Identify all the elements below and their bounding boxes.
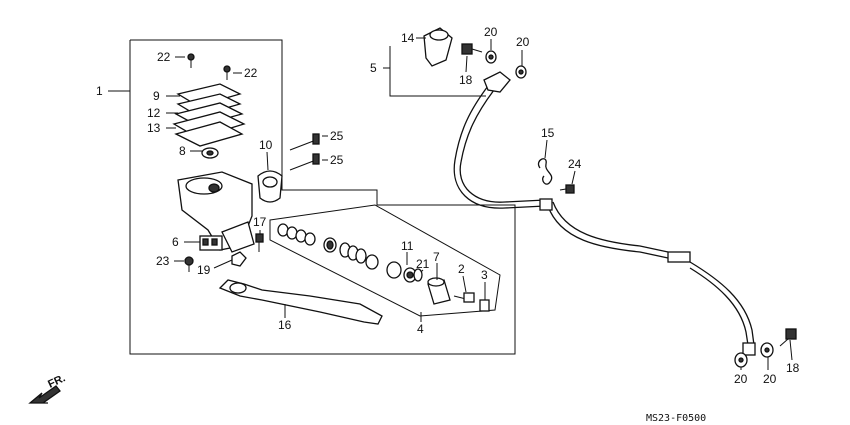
callout-6: 6 <box>172 235 179 249</box>
boot-7 <box>427 277 451 305</box>
nut-3 <box>479 299 490 312</box>
callout-5: 5 <box>370 61 377 75</box>
screw-22b <box>223 65 231 80</box>
callout-2: 2 <box>458 262 465 276</box>
clutch-lever-16 <box>218 279 383 325</box>
callout-7: 7 <box>433 250 440 264</box>
pivot-bolt-17 <box>255 233 264 252</box>
callout-22b: 22 <box>244 66 258 80</box>
callout-3: 3 <box>481 268 488 282</box>
washer-20c <box>734 352 748 368</box>
washer-20b <box>515 65 527 79</box>
boot-14 <box>423 27 453 67</box>
clip-8 <box>201 147 219 159</box>
callout-21: 21 <box>416 257 430 271</box>
piston-kit-components <box>277 223 417 283</box>
bolt-25a <box>289 133 320 151</box>
reservoir-cap-stack <box>172 83 246 147</box>
washer-20a <box>485 50 497 64</box>
callout-20d: 20 <box>763 372 777 386</box>
bolt-18b <box>779 328 797 347</box>
callout-18b: 18 <box>786 361 800 375</box>
callout-20a: 20 <box>484 25 498 39</box>
callout-23: 23 <box>156 254 170 268</box>
callout-11: 11 <box>401 239 414 253</box>
clutch-switch-6 <box>199 235 223 251</box>
holder-10 <box>257 170 283 203</box>
nut-19 <box>231 251 247 267</box>
direction-label: FR. <box>46 372 67 390</box>
callout-16: 16 <box>278 318 292 332</box>
callout-20c: 20 <box>734 372 748 386</box>
callout-12: 12 <box>147 106 161 120</box>
callout-1: 1 <box>96 84 103 98</box>
washer-21 <box>413 268 423 282</box>
callout-24: 24 <box>568 157 582 171</box>
piston-kit-bracket-4 <box>269 204 501 317</box>
callout-17: 17 <box>253 215 267 229</box>
diagram-code: MS23-F0500 <box>646 413 706 424</box>
washer-20d <box>760 342 774 358</box>
master-cylinder-body <box>177 171 255 253</box>
push-rod-2 <box>453 292 475 303</box>
callout-10: 10 <box>259 138 273 152</box>
callout-22a: 22 <box>157 50 171 64</box>
callout-20b: 20 <box>516 35 530 49</box>
clip-15 <box>537 158 553 185</box>
bolt-24 <box>559 184 575 194</box>
callout-15: 15 <box>541 126 555 140</box>
callout-14: 14 <box>401 31 415 45</box>
callout-19: 19 <box>197 263 211 277</box>
callout-4: 4 <box>417 322 424 336</box>
bolt-18a <box>461 43 483 55</box>
callout-25a: 25 <box>330 129 344 143</box>
callout-9: 9 <box>153 89 160 103</box>
callout-18a: 18 <box>459 73 473 87</box>
assembly-bracket-1 <box>129 39 516 355</box>
leader-lines <box>108 37 793 370</box>
callout-8: 8 <box>179 144 186 158</box>
screw-22a <box>187 53 195 68</box>
clutch-hose-5 <box>453 71 756 356</box>
arrow-down-left-icon <box>28 385 61 404</box>
screw-23 <box>184 256 194 272</box>
callout-13: 13 <box>147 121 161 135</box>
callout-25b: 25 <box>330 153 344 167</box>
bolt-25b <box>289 153 320 171</box>
